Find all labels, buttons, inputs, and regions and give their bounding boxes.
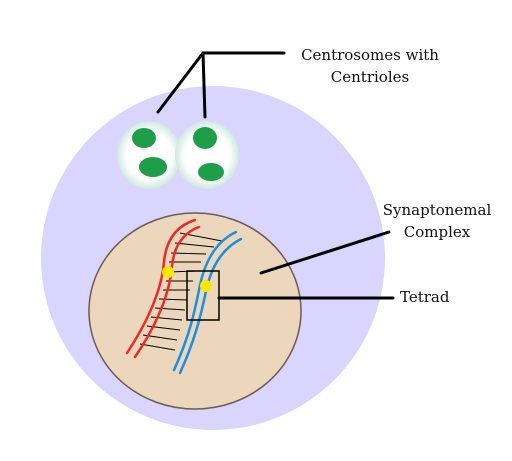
synaptonemal-leader [259,230,391,275]
centrosome-leader [201,51,207,119]
synaptonemal-label-line2: Complex [403,223,471,241]
chiasma-dot [162,266,174,278]
centrosome-leader [156,51,205,114]
tetrad-label: Tetrad [400,288,450,306]
centrosomes-label: Centrosomes with Centrioles [287,44,453,88]
centrosome-left [117,121,181,189]
leader-lines [156,51,395,300]
chiasma-dot [200,280,212,292]
synaptonemal-label: Synaptonemal Complex [382,199,492,243]
centriole [198,163,224,181]
tetrad-box [186,270,220,321]
centriole [132,128,156,148]
centriole [193,127,217,149]
centrosomes-label-line1: Centrosomes with [301,46,439,64]
synaptonemal-label-line1: Synaptonemal [382,201,492,219]
centrosome-right [175,121,239,189]
centriole [139,157,167,177]
centrosomes-label-line2: Centrioles [330,68,410,86]
